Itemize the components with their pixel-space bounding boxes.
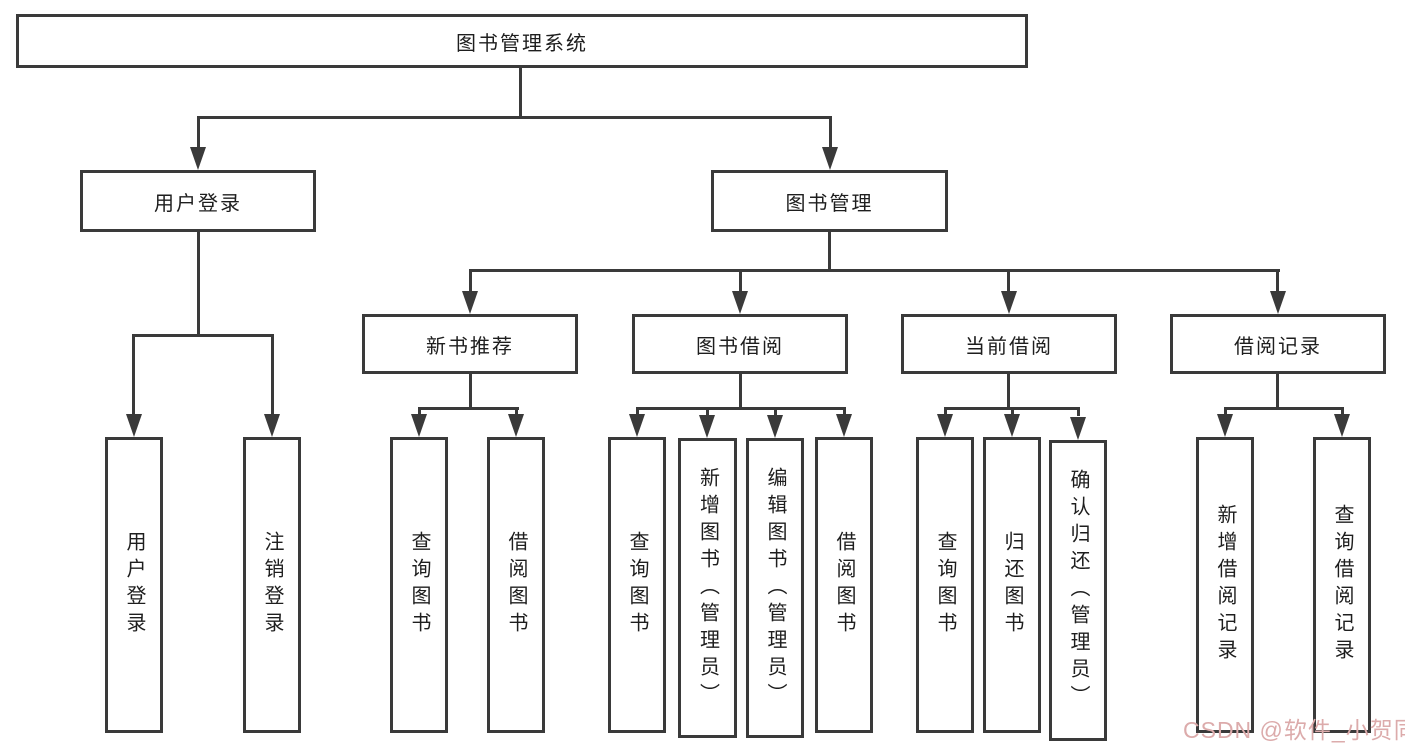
connector-line <box>132 334 274 337</box>
leaf-user-login: 用户登录 <box>105 437 163 733</box>
arrowhead-down-icon <box>1334 414 1350 437</box>
leaf-query-books-2: 查询图书 <box>608 437 666 733</box>
node-current-borrow: 当前借阅 <box>901 314 1117 374</box>
csdn-watermark: CSDN @软件_小贺同学 <box>1183 717 1405 743</box>
arrowhead-down-icon <box>1070 417 1086 440</box>
connector-line <box>829 116 832 148</box>
leaf-logout: 注销登录 <box>243 437 301 733</box>
connector-line <box>739 269 742 293</box>
connector-line <box>515 407 518 416</box>
connector-line <box>944 407 947 416</box>
connector-line <box>1007 374 1010 410</box>
connector-line <box>197 232 200 336</box>
arrowhead-down-icon <box>836 414 852 437</box>
leaf-add-books-admin: 新增图书（管理员） <box>678 438 737 738</box>
arrowhead-down-icon <box>732 291 748 314</box>
connector-line <box>1011 407 1014 416</box>
connector-line <box>1341 407 1344 416</box>
leaf-confirm-return-admin: 确认归还（管理员） <box>1049 440 1107 741</box>
node-new-book-recommend: 新书推荐 <box>362 314 578 374</box>
connector-line <box>1007 269 1010 293</box>
connector-line <box>774 407 777 416</box>
connector-line <box>469 374 472 410</box>
leaf-edit-books-admin: 编辑图书（管理员） <box>746 438 804 738</box>
leaf-query-books-1: 查询图书 <box>390 437 448 733</box>
connector-line <box>1276 269 1279 293</box>
leaf-return-books: 归还图书 <box>983 437 1041 733</box>
arrowhead-down-icon <box>1217 414 1233 437</box>
connector-line <box>636 407 846 410</box>
arrowhead-down-icon <box>190 147 206 170</box>
connector-line <box>197 116 832 119</box>
leaf-borrow-books-2: 借阅图书 <box>815 437 873 733</box>
node-user-login: 用户登录 <box>80 170 316 232</box>
connector-line <box>418 407 421 416</box>
arrowhead-down-icon <box>508 414 524 437</box>
leaf-query-borrow-record: 查询借阅记录 <box>1313 437 1371 733</box>
connector-line <box>1224 407 1227 416</box>
connector-line <box>271 334 274 416</box>
node-book-borrow: 图书借阅 <box>632 314 848 374</box>
arrowhead-down-icon <box>1270 291 1286 314</box>
leaf-query-books-3: 查询图书 <box>916 437 974 733</box>
connector-line <box>469 269 472 293</box>
arrowhead-down-icon <box>462 291 478 314</box>
arrowhead-down-icon <box>767 415 783 438</box>
connector-line <box>739 374 742 410</box>
connector-line <box>1224 407 1344 410</box>
arrowhead-down-icon <box>937 414 953 437</box>
arrowhead-down-icon <box>699 415 715 438</box>
connector-line <box>197 116 200 148</box>
arrowhead-down-icon <box>264 414 280 437</box>
leaf-add-borrow-record: 新增借阅记录 <box>1196 437 1254 733</box>
connector-line <box>1276 374 1279 410</box>
connector-line <box>519 68 522 118</box>
arrowhead-down-icon <box>629 414 645 437</box>
node-borrow-records: 借阅记录 <box>1170 314 1386 374</box>
connector-line <box>843 407 846 416</box>
leaf-borrow-books-1: 借阅图书 <box>487 437 545 733</box>
connector-line <box>469 269 1280 272</box>
connector-line <box>706 407 709 416</box>
arrowhead-down-icon <box>1001 291 1017 314</box>
connector-line <box>132 334 135 416</box>
arrowhead-down-icon <box>411 414 427 437</box>
arrowhead-down-icon <box>822 147 838 170</box>
connector-line <box>636 407 639 416</box>
connector-line <box>828 232 831 272</box>
node-book-management: 图书管理 <box>711 170 948 232</box>
node-library-system: 图书管理系统 <box>16 14 1028 68</box>
connector-line <box>1077 407 1080 416</box>
arrowhead-down-icon <box>126 414 142 437</box>
arrowhead-down-icon <box>1004 414 1020 437</box>
connector-line <box>418 407 519 410</box>
